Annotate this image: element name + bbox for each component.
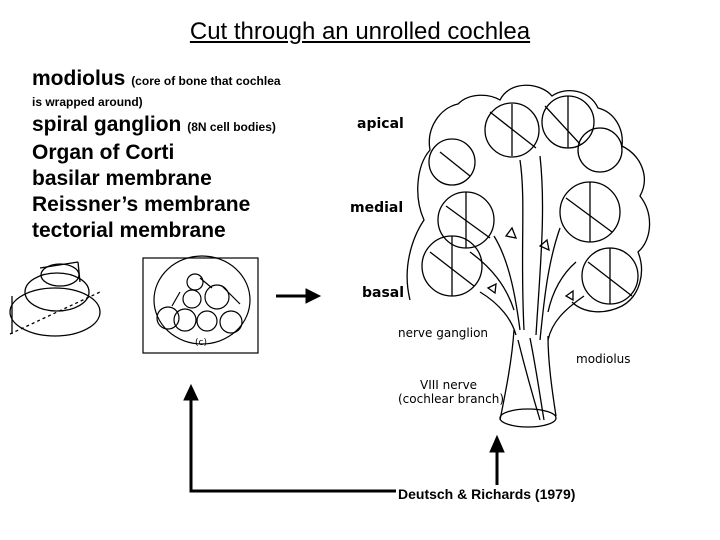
term-organ-of-corti: Organ of Corti xyxy=(32,141,175,164)
term-reissners-membrane: Reissner’s membrane xyxy=(32,193,251,216)
cross-section-inset-icon xyxy=(142,255,259,354)
arrow-up-icon xyxy=(183,383,396,493)
term-tectorial-membrane: tectorial membrane xyxy=(32,219,226,242)
label-medial: medial xyxy=(350,200,404,216)
label-basal: basal xyxy=(362,285,405,301)
arrow-up-small-icon xyxy=(489,434,505,485)
label-viii-nerve: VIII nerve xyxy=(420,378,478,392)
arrow-right-icon xyxy=(276,288,322,304)
label-apical: apical xyxy=(357,116,404,132)
term-list: modiolus (core of bone that cochlea is w… xyxy=(32,66,362,244)
term-modiolus: modiolus (core of bone that cochlea xyxy=(32,67,281,90)
term-basilar-membrane: basilar membrane xyxy=(32,167,212,190)
label-nerve-ganglion: nerve ganglion xyxy=(398,326,489,340)
label-inset-letter: (c) xyxy=(195,338,207,348)
label-modiolus: modiolus xyxy=(576,352,631,366)
term-spiral-ganglion: spiral ganglion (8N cell bodies) xyxy=(32,113,276,136)
cochlea-cross-section-drawing-icon xyxy=(406,84,651,428)
citation: Deutsch & Richards (1979) xyxy=(398,486,576,502)
slide-title: Cut through an unrolled cochlea xyxy=(189,18,531,45)
cochlea-shell-sketch-icon xyxy=(9,261,101,337)
term-modiolus-note: (core of bone that cochlea xyxy=(131,74,281,88)
term-modiolus-note-continued: is wrapped around) xyxy=(32,95,143,109)
label-cochlear-branch: (cochlear branch) xyxy=(398,392,505,406)
term-spiral-ganglion-note: (8N cell bodies) xyxy=(187,120,276,134)
